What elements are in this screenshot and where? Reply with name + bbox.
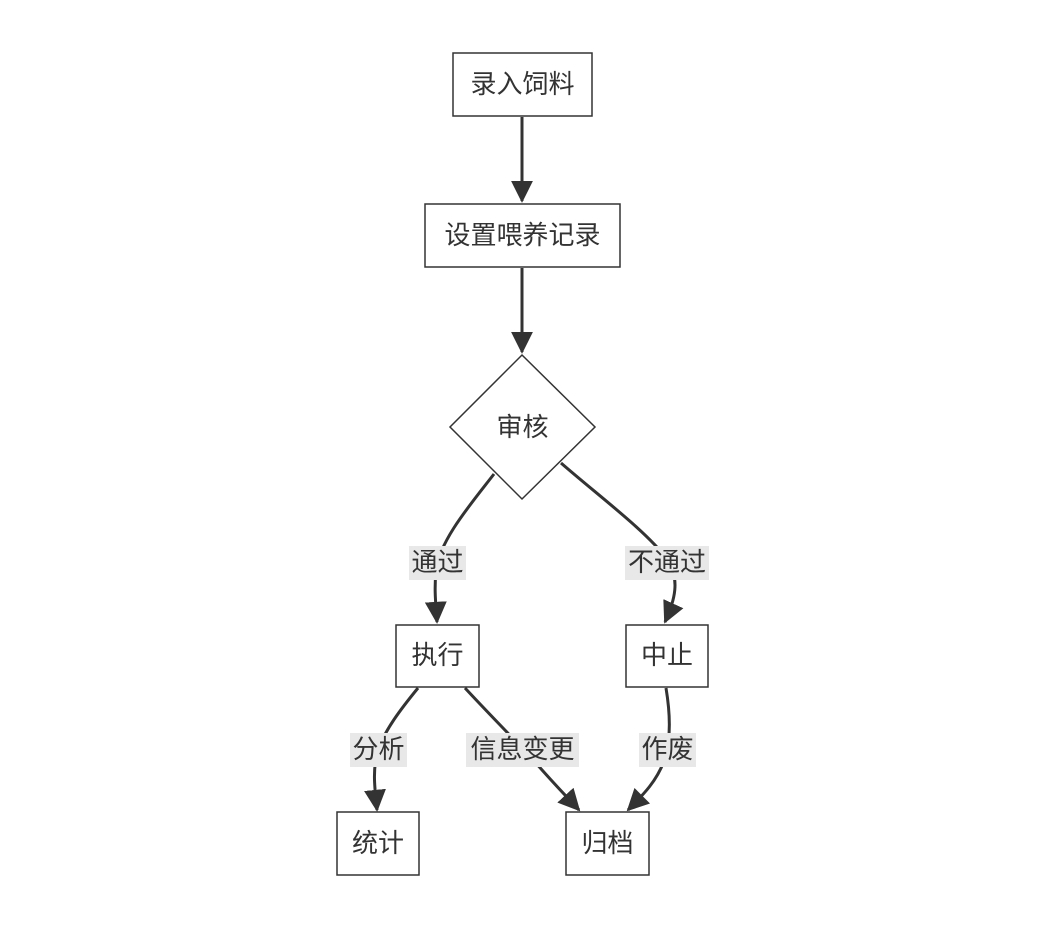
edge-review-to-suspend: [560, 461, 684, 624]
edge-label-info-change: 信息变更: [466, 733, 579, 767]
node-archive: 归档: [565, 811, 650, 876]
edge-label-analyze: 分析: [350, 733, 407, 767]
node-archive-text: 归档: [581, 829, 633, 859]
nodes: 录入饲料 设置喂养记录 审核 执行 中止 统计 归档: [336, 52, 709, 876]
edge-label-info-change-text: 信息变更: [470, 735, 574, 765]
node-statistics-text: 统计: [352, 829, 404, 859]
node-set-feeding-record-text: 设置喂养记录: [444, 221, 600, 251]
node-review-text: 审核: [496, 413, 548, 443]
edge-label-not-pass: 不通过: [625, 546, 709, 580]
edge-label-void: 作废: [639, 733, 696, 767]
node-suspend-text: 中止: [641, 641, 693, 671]
edge-label-pass-text: 通过: [411, 548, 463, 578]
node-review: 审核: [448, 353, 597, 501]
edge-label-pass: 通过: [409, 546, 466, 580]
node-statistics: 统计: [336, 811, 420, 876]
node-execute-text: 执行: [411, 641, 463, 671]
node-execute: 执行: [395, 624, 480, 688]
edge-label-not-pass-text: 不通过: [628, 548, 706, 578]
node-input-feed-text: 录入饲料: [470, 70, 574, 100]
node-set-feeding-record: 设置喂养记录: [424, 203, 621, 268]
edge-labels: 通过 不通过 分析 信息变更 作废: [350, 546, 709, 767]
edge-label-analyze-text: 分析: [352, 735, 404, 765]
node-input-feed: 录入饲料: [452, 52, 593, 117]
node-suspend: 中止: [625, 624, 709, 688]
edge-label-void-text: 作废: [641, 735, 693, 765]
